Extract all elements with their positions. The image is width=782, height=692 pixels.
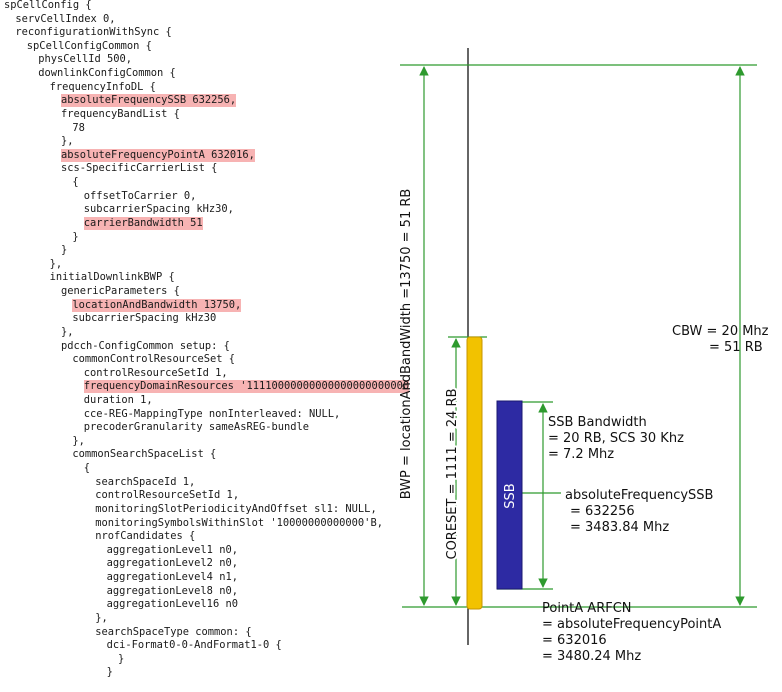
code-line: searchSpaceType common: { bbox=[95, 625, 252, 638]
code-line: cce-REG-MappingType nonInterleaved: NULL… bbox=[83, 407, 341, 420]
code-line: initialDownlinkBWP { bbox=[49, 271, 175, 284]
code-line: 78 bbox=[72, 121, 85, 134]
code-line: searchSpaceId 1, bbox=[95, 475, 196, 488]
cbw-label-line-2: = 51 RB bbox=[709, 340, 763, 355]
code-line: aggregationLevel1 n0, bbox=[106, 543, 238, 556]
cbw-label-line-1: CBW = 20 Mhz bbox=[672, 324, 769, 339]
code-line: subcarrierSpacing kHz30, bbox=[83, 203, 234, 216]
code-line: controlResourceSetId 1, bbox=[95, 489, 240, 502]
ssb-block-label: SSB bbox=[503, 483, 518, 508]
asn1-code-listing: spCellConfig {servCellIndex 0,reconfigur… bbox=[0, 0, 410, 692]
code-line: subcarrierSpacing kHz30 bbox=[72, 312, 217, 325]
code-line: }, bbox=[61, 135, 74, 148]
pointa-line-2: = absoluteFrequencyPointA bbox=[542, 617, 721, 632]
code-line: genericParameters { bbox=[61, 285, 180, 298]
code-line: controlResourceSetId 1, bbox=[83, 366, 228, 379]
code-line-highlighted: locationAndBandwidth 13750, bbox=[72, 298, 242, 312]
code-line: }, bbox=[95, 611, 108, 624]
code-line: scs-SpecificCarrierList { bbox=[61, 162, 218, 175]
code-line: monitoringSlotPeriodicityAndOffset sl1: … bbox=[95, 502, 377, 515]
code-line: frequencyInfoDL { bbox=[49, 80, 156, 93]
abs-ssb-line-2: = 632256 bbox=[570, 504, 635, 519]
code-line: frequencyBandList { bbox=[61, 107, 180, 120]
ssb-bandwidth-label: SSB Bandwidth = 20 RB, SCS 30 Khz = 7.2 … bbox=[548, 415, 688, 462]
code-line: offsetToCarrier 0, bbox=[83, 189, 197, 202]
pointa-label: PointA ARFCN = absoluteFrequencyPointA =… bbox=[542, 601, 725, 664]
ssb-block bbox=[496, 400, 523, 590]
code-line: aggregationLevel8 n0, bbox=[106, 584, 238, 597]
code-line: physCellId 500, bbox=[38, 53, 133, 66]
code-line: precoderGranularity sameAsREG-bundle bbox=[83, 421, 310, 434]
ssb-bw-line-1: SSB Bandwidth bbox=[548, 415, 647, 430]
code-line: aggregationLevel4 n1, bbox=[106, 571, 238, 584]
code-line: duration 1, bbox=[83, 393, 153, 406]
code-line: spCellConfigCommon { bbox=[26, 39, 152, 52]
code-line: servCellIndex 0, bbox=[15, 12, 116, 25]
code-line: } bbox=[118, 652, 125, 665]
code-line: } bbox=[106, 666, 113, 679]
coreset-bar bbox=[466, 336, 483, 610]
code-line: reconfigurationWithSync { bbox=[15, 26, 172, 39]
abs-ssb-line-3: = 3483.84 Mhz bbox=[570, 520, 669, 535]
code-line-highlighted: carrierBandwidth 51 bbox=[83, 216, 203, 230]
pointa-line-1: PointA ARFCN bbox=[542, 601, 632, 616]
code-line: } bbox=[61, 244, 68, 257]
code-line: }, bbox=[49, 257, 63, 270]
code-line: downlinkConfigCommon { bbox=[38, 67, 176, 80]
pointa-line-4: = 3480.24 Mhz bbox=[542, 649, 641, 664]
code-line: aggregationLevel2 n0, bbox=[106, 557, 238, 570]
abs-freq-ssb-label: absoluteFrequencySSB = 632256 = 3483.84 … bbox=[565, 488, 718, 535]
code-line: { bbox=[83, 462, 91, 475]
code-line: monitoringSymbolsWithinSlot '10000000000… bbox=[95, 516, 383, 529]
code-line: }, bbox=[72, 434, 85, 447]
code-line: commonSearchSpaceList { bbox=[72, 448, 217, 461]
code-line-highlighted: absoluteFrequencySSB 632256, bbox=[61, 94, 237, 108]
bwp-label: BWP = locationAndBandWidth =13750 = 51 R… bbox=[399, 189, 414, 500]
code-line-highlighted: frequencyDomainResources '11110000000000… bbox=[83, 380, 410, 394]
code-line: }, bbox=[61, 325, 74, 338]
cbw-label: CBW = 20 Mhz = 51 RB bbox=[672, 324, 773, 355]
code-line: nrofCandidates { bbox=[95, 530, 196, 543]
ssb-bw-line-2: = 20 RB, SCS 30 Khz bbox=[548, 431, 684, 446]
pointa-line-3: = 632016 bbox=[542, 633, 607, 648]
code-line: pdcch-ConfigCommon setup: { bbox=[61, 339, 230, 352]
code-line: spCellConfig { bbox=[4, 0, 92, 11]
code-line: commonControlResourceSet { bbox=[72, 353, 236, 366]
code-line: dci-Format0-0-AndFormat1-0 { bbox=[106, 639, 282, 652]
code-line: { bbox=[72, 176, 79, 189]
abs-ssb-line-1: absoluteFrequencySSB bbox=[565, 488, 713, 503]
coreset-label: CORESET = 1111 = 24 RB bbox=[445, 389, 460, 560]
code-line-highlighted: absoluteFrequencyPointA 632016, bbox=[61, 148, 255, 162]
code-line: aggregationLevel16 n0 bbox=[106, 598, 238, 611]
code-line: } bbox=[72, 230, 79, 243]
ssb-bw-line-3: = 7.2 Mhz bbox=[548, 447, 614, 462]
